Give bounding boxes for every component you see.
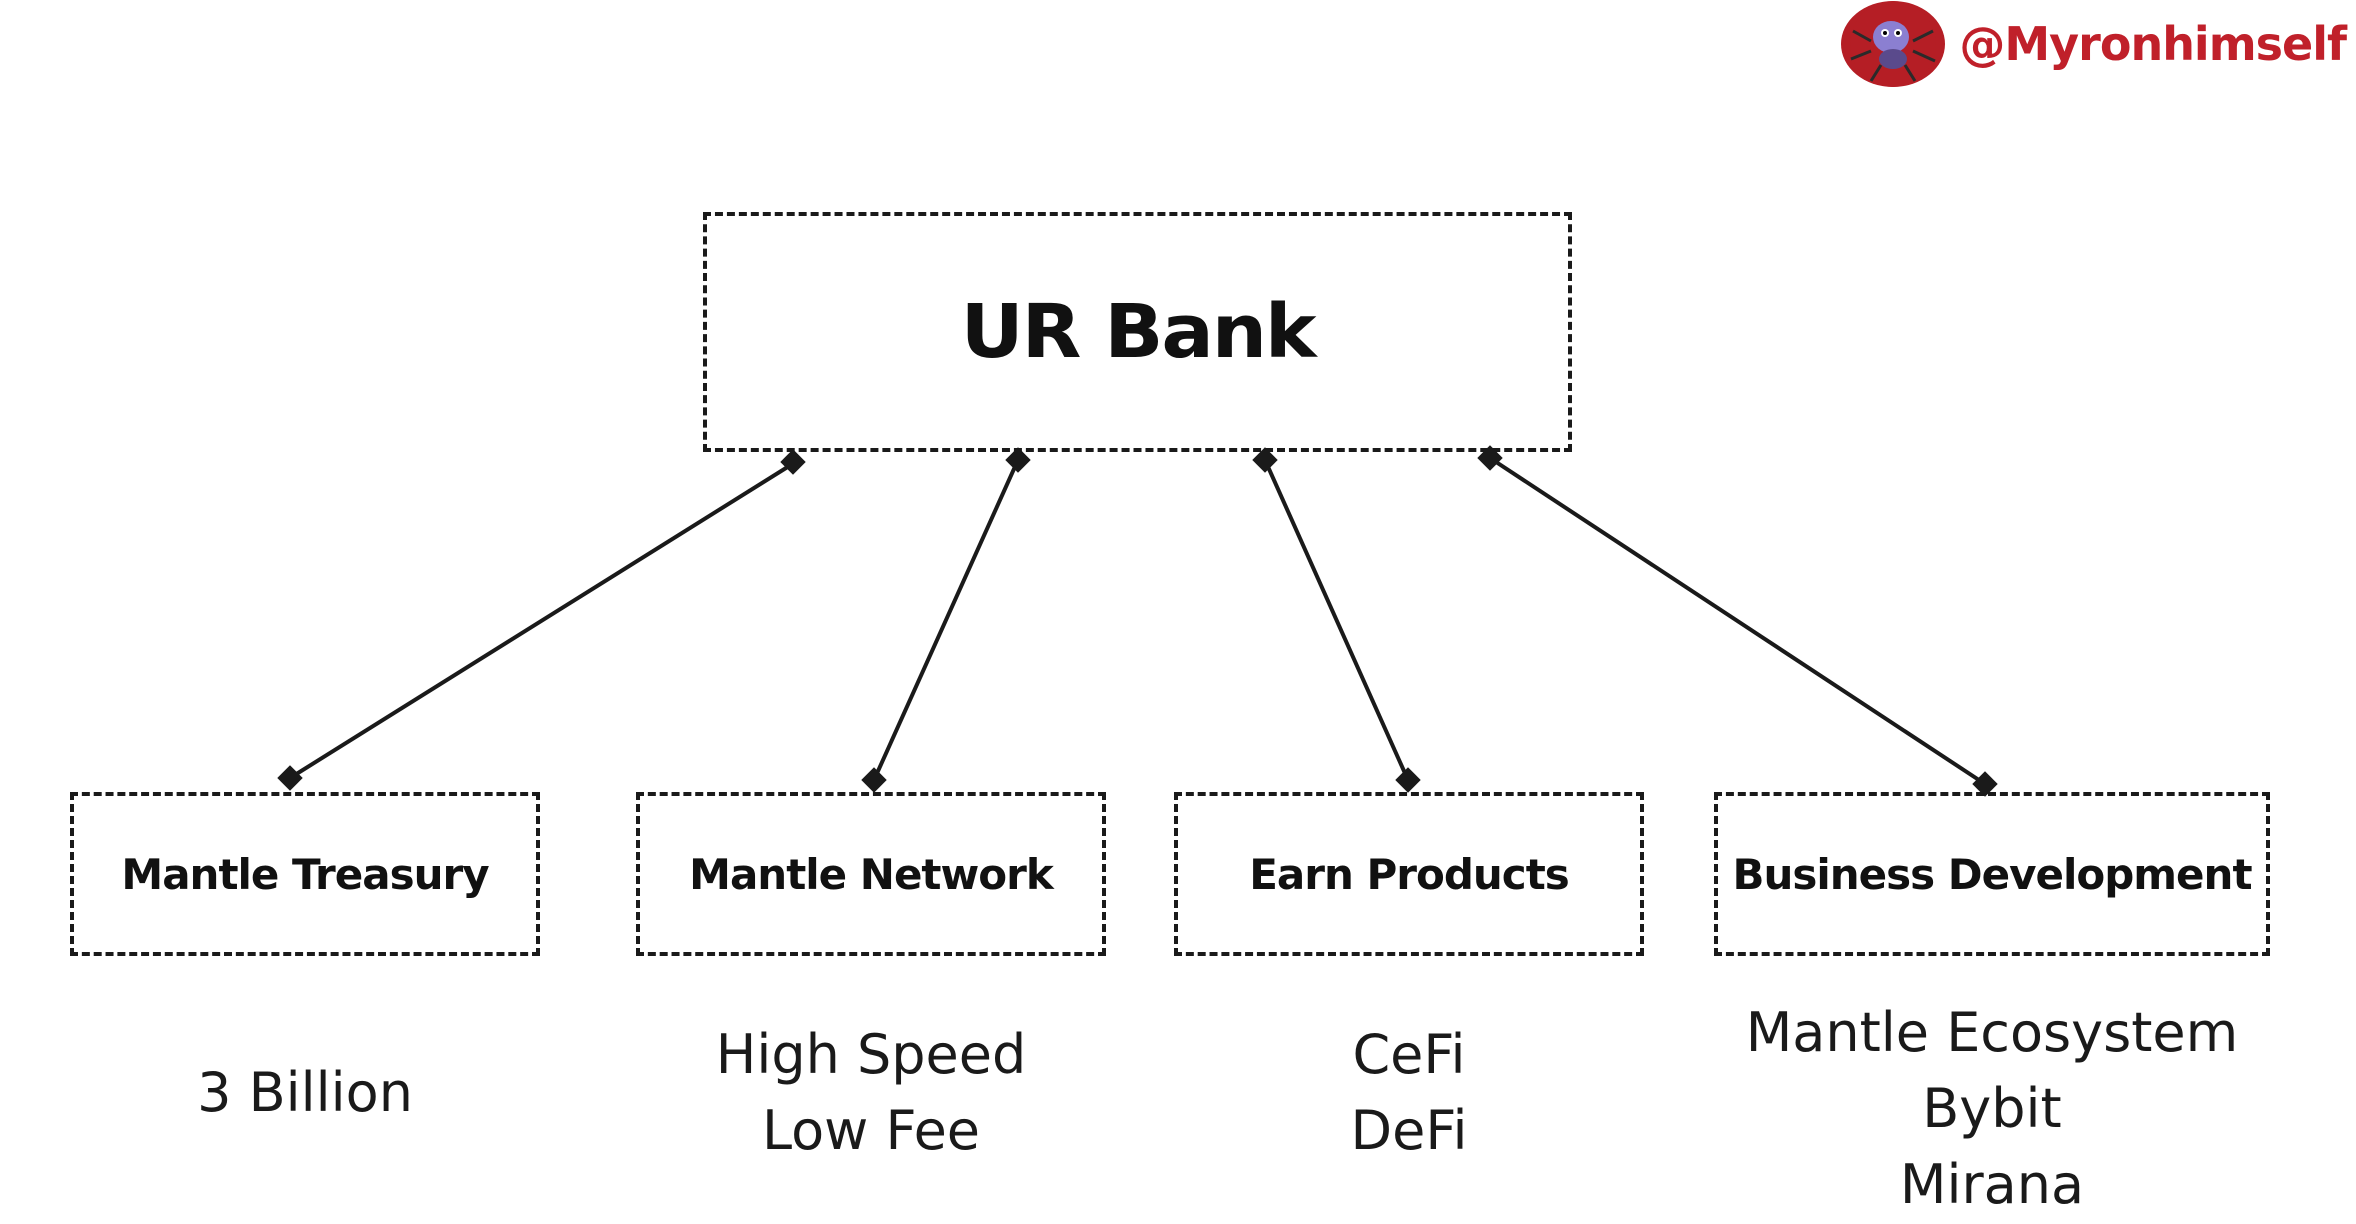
author-branding: @Myronhimself <box>1841 0 2347 88</box>
detail-line: Mantle Ecosystem <box>1745 1001 2239 1064</box>
edge-endpoint-diamond <box>277 765 303 791</box>
detail-line: Low Fee <box>761 1099 981 1162</box>
root-node-label: UR Bank <box>960 289 1317 375</box>
edge-endpoint-diamond <box>1395 767 1421 793</box>
child-node-mantle-treasury: Mantle Treasury <box>70 792 540 956</box>
detail-mantle-network: High Speed Low Fee <box>636 1017 1106 1169</box>
edge-root-network <box>872 459 1020 781</box>
detail-mantle-treasury: 3 Billion <box>70 1055 540 1131</box>
root-node: UR Bank <box>703 212 1572 452</box>
child-node-mantle-network: Mantle Network <box>636 792 1106 956</box>
spider-mascot-icon <box>1841 1 1946 87</box>
detail-line: Mirana <box>1899 1153 2085 1216</box>
child-node-label: Earn Products <box>1249 849 1570 899</box>
edge-endpoint-diamond <box>861 767 887 793</box>
edge-root-earn <box>1263 459 1410 781</box>
edge-endpoint-diamond <box>780 449 806 475</box>
child-node-label: Mantle Treasury <box>121 849 489 899</box>
child-node-earn-products: Earn Products <box>1174 792 1644 956</box>
detail-line: CeFi <box>1352 1023 1466 1086</box>
detail-line: 3 Billion <box>197 1061 413 1124</box>
detail-line: DeFi <box>1350 1099 1468 1162</box>
child-node-label: Mantle Network <box>689 849 1054 899</box>
edge-root-business <box>1488 456 1987 786</box>
edge-root-treasury <box>288 461 796 780</box>
detail-earn-products: CeFi DeFi <box>1174 1017 1644 1169</box>
child-node-label: Business Development <box>1732 849 2252 899</box>
child-node-business-development: Business Development <box>1714 792 2270 956</box>
detail-business-development: Mantle Ecosystem Bybit Mirana <box>1714 995 2270 1223</box>
detail-line: High Speed <box>715 1023 1027 1086</box>
detail-line: Bybit <box>1922 1077 2062 1140</box>
author-handle: @Myronhimself <box>1959 17 2347 71</box>
